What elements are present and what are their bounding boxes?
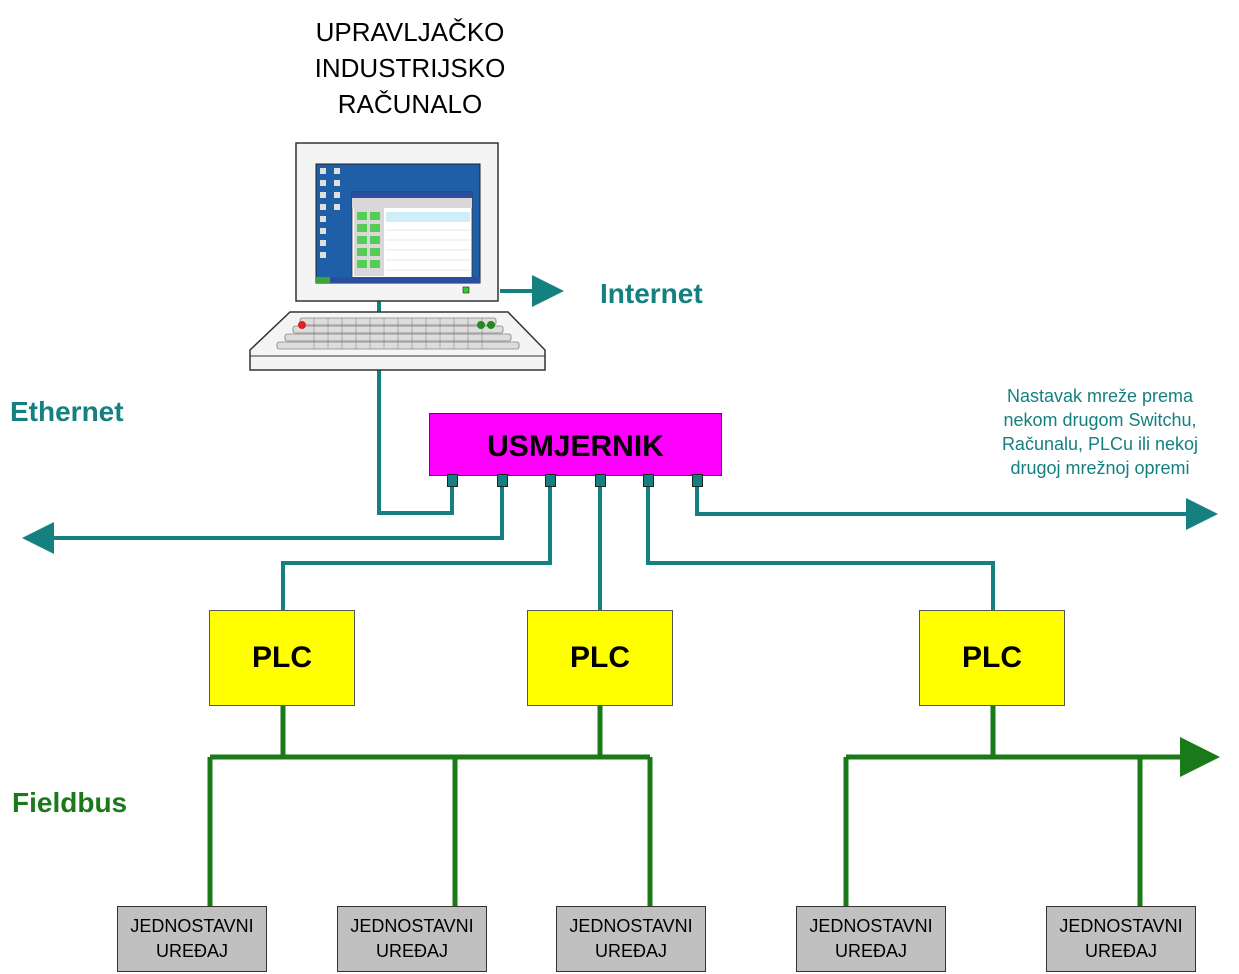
router-to-plc3-line [646, 487, 995, 610]
simple-device-box: JEDNOSTAVNI UREĐAJ [556, 906, 706, 972]
plc-box: PLC [527, 610, 673, 706]
router-port [643, 474, 654, 487]
device-label-line: UREĐAJ [1084, 941, 1157, 961]
router-to-plc1-line [281, 487, 552, 610]
fieldbus-lines [207, 706, 1220, 906]
device-label-line: JEDNOSTAVNI [809, 916, 933, 936]
plc-box: PLC [209, 610, 355, 706]
ethernet-left-line [22, 487, 504, 554]
note-line: Računalu, PLCu ili nekoj [1001, 434, 1199, 454]
device-label-line: UREĐAJ [834, 941, 907, 961]
ethernet-lines [22, 275, 1218, 610]
device-label-line: JEDNOSTAVNI [1059, 916, 1183, 936]
simple-device-box: JEDNOSTAVNI UREĐAJ [117, 906, 267, 972]
router-port [545, 474, 556, 487]
internet-label: Internet [600, 278, 703, 309]
router-box [429, 413, 722, 476]
computer-title-line: RAČUNALO [337, 89, 483, 119]
router-port [692, 474, 703, 487]
note-line: Nastavak mreže prema [1006, 386, 1194, 406]
device-label-line: JEDNOSTAVNI [130, 916, 254, 936]
router-port [447, 474, 458, 487]
computer-to-router-line [377, 372, 454, 515]
computer-title-line: INDUSTRIJSKO [314, 53, 506, 83]
note-line: drugoj mrežnoj opremi [1010, 458, 1190, 478]
fieldbus-label: Fieldbus [12, 787, 128, 818]
device-label-line: JEDNOSTAVNI [350, 916, 474, 936]
simple-device-box: JEDNOSTAVNI UREĐAJ [796, 906, 946, 972]
device-label-line: UREĐAJ [155, 941, 228, 961]
computer-title: UPRAVLJAČKO INDUSTRIJSKO RAČUNALO [255, 14, 565, 122]
router-port [595, 474, 606, 487]
router-port [497, 474, 508, 487]
network-continuation-note: Nastavak mreže prema nekom drugom Switch… [965, 384, 1235, 480]
network-continuation-line [695, 487, 1218, 530]
note-line: nekom drugom Switchu, [1003, 410, 1197, 430]
computer-icon [249, 142, 546, 371]
device-label-line: UREĐAJ [594, 941, 667, 961]
device-label-line: JEDNOSTAVNI [569, 916, 693, 936]
plc-box: PLC [919, 610, 1065, 706]
router-label: USMJERNIK [487, 430, 664, 463]
ethernet-label: Ethernet [10, 396, 124, 427]
simple-device-box: JEDNOSTAVNI UREĐAJ [1046, 906, 1196, 972]
computer-title-line: UPRAVLJAČKO [315, 17, 505, 47]
device-label-line: UREĐAJ [375, 941, 448, 961]
simple-device-box: JEDNOSTAVNI UREĐAJ [337, 906, 487, 972]
